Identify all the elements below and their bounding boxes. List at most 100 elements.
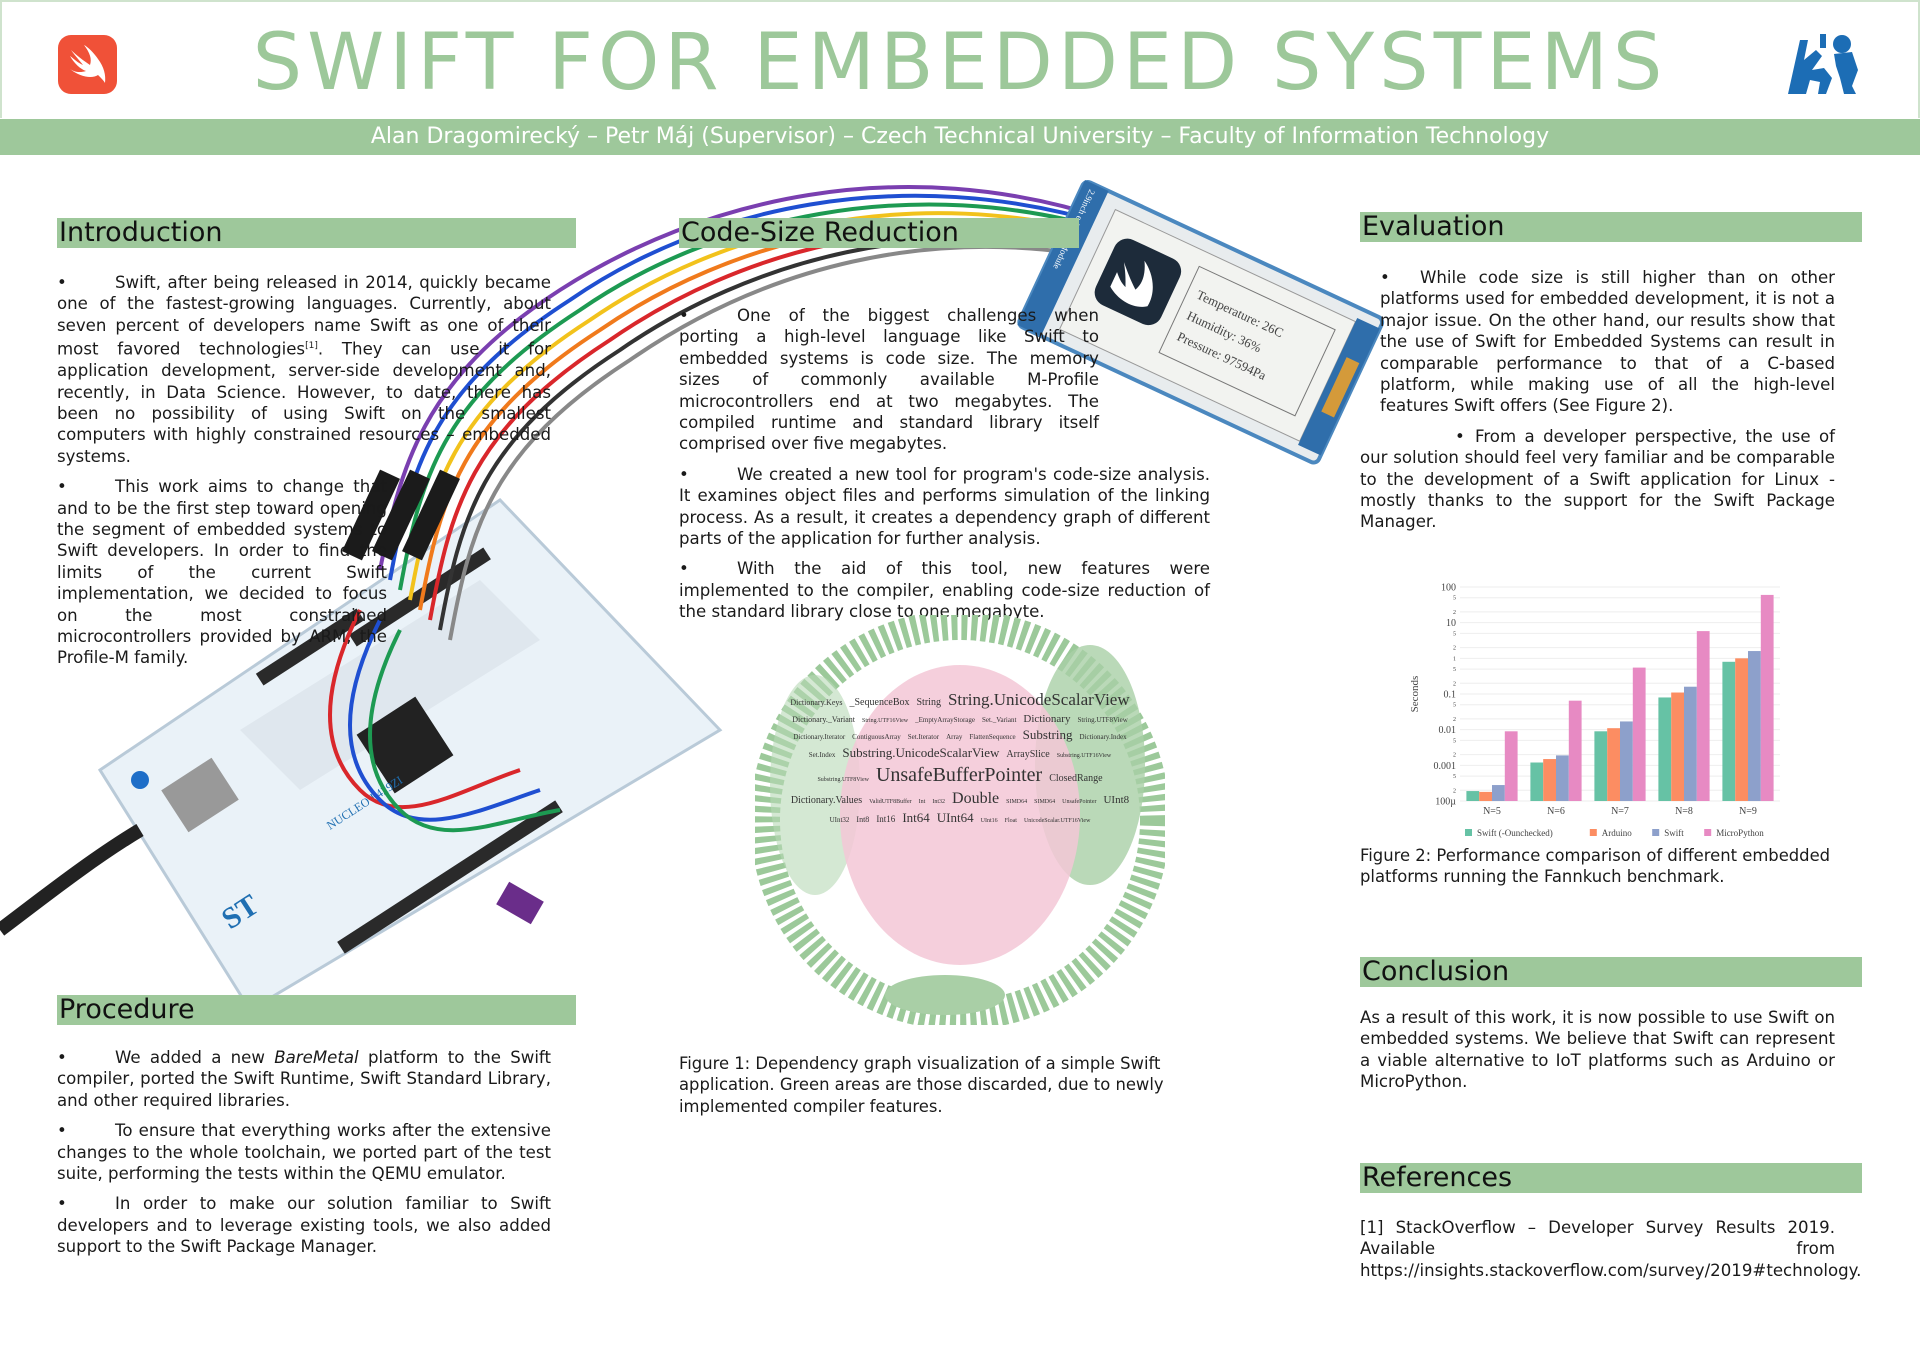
graph-node-label: Dictionary.Iterator xyxy=(793,733,846,742)
graph-node-label: _EmptyArrayStorage xyxy=(915,715,975,724)
introduction-text: •Swift, after being released in 2014, qu… xyxy=(57,272,551,678)
graph-node-label: ArraySlice xyxy=(1006,749,1050,761)
graph-node-label: Substring.UTF8View xyxy=(817,777,869,784)
header-frame xyxy=(0,0,1920,118)
graph-node-label: Dictionary.Keys xyxy=(790,698,843,707)
legend-label: MicroPython xyxy=(1716,828,1764,838)
bar-N=5-Arduino xyxy=(1479,791,1492,801)
legend-swatch xyxy=(1704,829,1712,836)
bar-N=9-MicroPython xyxy=(1760,594,1774,801)
y-tick-label: 5 xyxy=(1453,774,1456,780)
graph-node-label: Set.Iterator xyxy=(907,733,940,742)
y-tick-label: 2 xyxy=(1453,753,1456,759)
graph-node-label: Int xyxy=(918,799,926,806)
x-tick-label: N=8 xyxy=(1675,806,1693,817)
graph-node-label: ContiguousArray xyxy=(852,733,901,742)
introduction-heading: Introduction xyxy=(57,218,576,248)
x-tick-label: N=5 xyxy=(1483,806,1501,817)
authors-bar: Alan Dragomirecký – Petr Máj (Supervisor… xyxy=(0,119,1920,155)
graph-node-label: _SequenceBox xyxy=(849,697,910,708)
graph-node-label: Dictionary._Variant xyxy=(792,714,855,724)
evaluation-text: •While code size is still higher than on… xyxy=(1360,267,1835,542)
code-size-heading: Code-Size Reduction xyxy=(679,218,1079,248)
x-tick-label: N=7 xyxy=(1611,806,1629,817)
graph-node-label: Substring.UnicodeScalarView xyxy=(842,745,1000,761)
nucleo-board: ST NUCLEO F429ZI xyxy=(0,498,723,1013)
bar-N=8-Swift xyxy=(1684,686,1697,801)
bar-N=7-Arduino xyxy=(1607,728,1620,801)
evaluation-paragraph-2: •From a developer perspective, the use o… xyxy=(1360,426,1835,532)
graph-node-label: String.UTF16View xyxy=(861,717,909,724)
y-tick-label: 1 xyxy=(1453,656,1456,662)
y-tick-label: 5 xyxy=(1453,703,1456,709)
y-axis-label: Seconds xyxy=(1409,676,1421,713)
graph-node-label: UnsafeBufferPointer xyxy=(875,764,1043,787)
legend-label: Arduino xyxy=(1602,828,1632,838)
bar-N=5-Swift (-Ounchecked) xyxy=(1466,791,1480,801)
graph-node-label: ClosedRange xyxy=(1049,773,1103,785)
graph-node-label: Set._Variant xyxy=(982,715,1017,724)
ctu-lion-logo-icon xyxy=(1782,30,1864,98)
evaluation-heading: Evaluation xyxy=(1360,212,1862,242)
y-tick-label: 2 xyxy=(1453,788,1456,794)
y-tick-label: 2 xyxy=(1453,610,1456,616)
graph-node-label: Substring.UTF16View xyxy=(1056,753,1112,760)
introduction-paragraph-2: •This work aims to change that and to be… xyxy=(57,477,387,668)
bar-N=9-Arduino xyxy=(1735,658,1748,801)
code-size-paragraph-1: •One of the biggest challenges when port… xyxy=(679,306,1099,454)
code-size-text: •One of the biggest challenges when port… xyxy=(679,305,1210,632)
evaluation-paragraph-1: •While code size is still higher than on… xyxy=(1380,268,1835,416)
y-tick-label: 0.1 xyxy=(1444,690,1457,701)
bar-N=5-Swift xyxy=(1492,785,1505,801)
epaper-swift-icon xyxy=(1094,238,1182,326)
bar-N=7-Swift (-Ounchecked) xyxy=(1594,731,1608,801)
legend-label: Swift xyxy=(1664,828,1684,838)
figure-2-caption: Figure 2: Performance comparison of diff… xyxy=(1360,846,1831,887)
graph-node-label: UInt32 xyxy=(829,816,850,825)
graph-node-label: Int64 xyxy=(902,810,930,826)
graph-node-label: Dictionary.Values xyxy=(790,795,863,807)
graph-node-label: Int16 xyxy=(876,814,896,825)
y-tick-label: 5 xyxy=(1453,631,1456,637)
y-tick-label: 2 xyxy=(1453,646,1456,652)
graph-node-label: Int32 xyxy=(932,799,946,806)
bar-N=8-Arduino xyxy=(1671,692,1684,801)
graph-node-label: FlattenSequence xyxy=(969,733,1016,742)
procedure-text: •We added a new BareMetal platform to th… xyxy=(57,1047,551,1267)
bar-N=6-MicroPython xyxy=(1568,700,1582,801)
graph-node-label: Array xyxy=(946,733,963,742)
graph-node-label: ValidUTF8Buffer xyxy=(869,799,912,806)
graph-node-label: String xyxy=(916,697,941,708)
legend-swatch xyxy=(1652,829,1660,836)
citation-1[interactable]: [1] xyxy=(305,341,318,352)
procedure-paragraph-2: •To ensure that everything works after t… xyxy=(57,1121,551,1184)
legend-swatch xyxy=(1589,829,1597,836)
graph-node-label: Dictionary.Index xyxy=(1079,733,1127,742)
figure-1-caption: Figure 1: Dependency graph visualization… xyxy=(679,1054,1164,1116)
jumper-headers xyxy=(342,469,460,561)
graph-node-label: SIMD64 xyxy=(1006,799,1028,806)
y-tick-label: 0.001 xyxy=(1434,761,1457,772)
y-tick-label: 2 xyxy=(1453,717,1456,723)
graph-node-label: UnicodeScalar.UTF16View xyxy=(1023,818,1091,825)
graph-node-label: UInt16 xyxy=(980,818,998,825)
reference-item-1[interactable]: [1] StackOverflow – Developer Survey Res… xyxy=(1360,1218,1862,1280)
poster-title: SWIFT FOR EMBEDDED SYSTEMS xyxy=(252,18,1668,108)
legend-swatch xyxy=(1465,829,1472,836)
graph-node-label: Set.Index xyxy=(808,751,836,760)
bar-N=6-Swift (-Ounchecked) xyxy=(1530,762,1544,801)
procedure-paragraph-3: •In order to make our solution familiar … xyxy=(57,1194,551,1257)
graph-node-label: SIMD64 xyxy=(1034,799,1056,806)
hardware-photo: ST NUCLEO F429ZI 2.9inch e-Paper Module … xyxy=(0,179,1385,1013)
graph-node-label: UInt64 xyxy=(936,810,974,826)
dependency-graph-blobs xyxy=(755,615,1165,1025)
code-size-paragraph-2: •We created a new tool for program's cod… xyxy=(679,464,1210,549)
code-size-paragraph-3: •With the aid of this tool, new features… xyxy=(679,559,1210,622)
graph-node-label: UnsafePointer xyxy=(1062,799,1097,806)
bar-N=6-Swift xyxy=(1556,755,1569,801)
bar-N=7-Swift xyxy=(1620,721,1633,801)
graph-node-label: String.UTF8View xyxy=(1077,715,1128,724)
graph-node-label: Substring xyxy=(1022,727,1073,743)
y-tick-label: 5 xyxy=(1453,738,1456,744)
